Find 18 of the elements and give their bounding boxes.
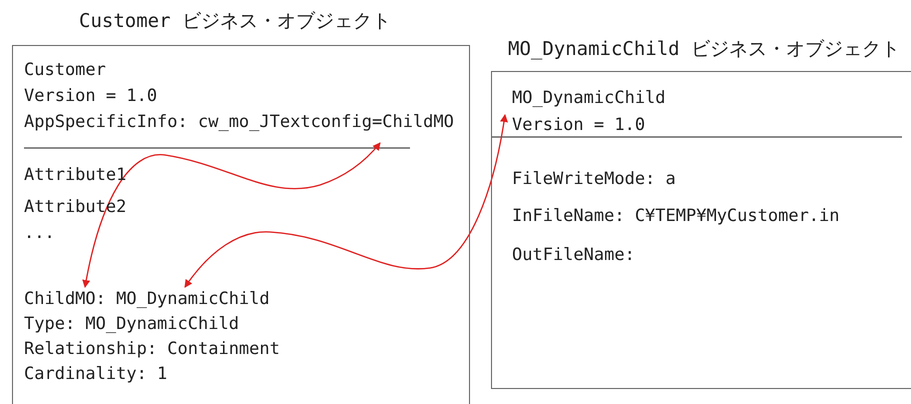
attribute-text: ChildMO: MO_DynamicChild [24, 288, 270, 310]
attribute-text: Customer [24, 59, 106, 81]
attribute-text: MO_DynamicChild [512, 87, 666, 109]
arrow [184, 114, 508, 288]
attribute-text: Relationship: Containment [24, 338, 280, 360]
attribute-text: InFileName: C¥TEMP¥MyCustomer.in [512, 205, 840, 227]
attribute-text: Version = 1.0 [512, 114, 646, 136]
attribute-text: Cardinality: 1 [24, 363, 168, 385]
attribute-text: Type: MO_DynamicChild [24, 313, 239, 335]
attribute-text: Attribute1 [24, 164, 126, 186]
attribute-text: OutFileName: [512, 244, 635, 266]
object-heading: Customer ビジネス・オブジェクト [79, 9, 391, 33]
object-heading: MO_DynamicChild ビジネス・オブジェクト [508, 37, 900, 61]
arrow [82, 142, 381, 288]
attribute-text: FileWriteMode: a [512, 168, 676, 190]
attribute-text: Version = 1.0 [24, 85, 158, 107]
attribute-text: AppSpecificInfo: cw_mo_JTextconfig=ChildMO [24, 111, 454, 133]
attribute-text: ... [24, 222, 55, 244]
